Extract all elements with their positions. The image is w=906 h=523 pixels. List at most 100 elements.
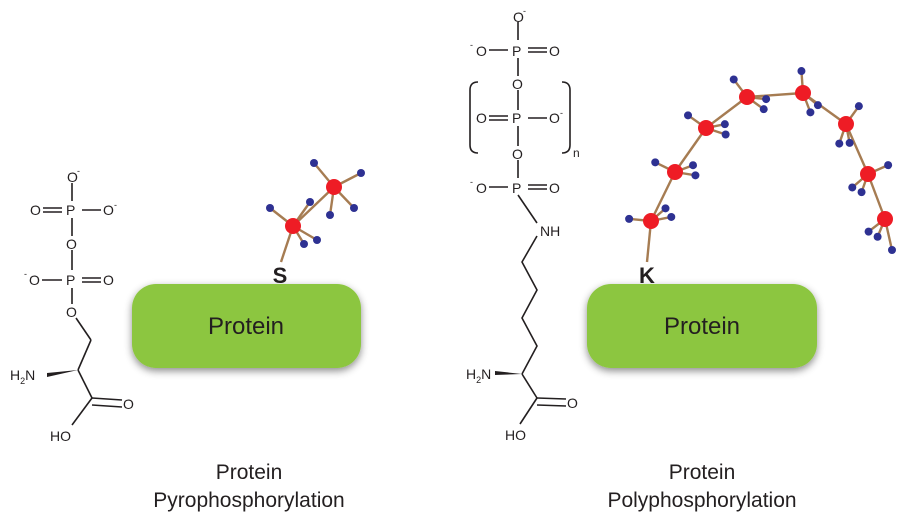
chem-amine: H2N bbox=[10, 367, 35, 386]
chem-o: O bbox=[549, 43, 560, 59]
chem-charge: - bbox=[77, 166, 80, 176]
oxygen-atom bbox=[691, 171, 700, 180]
protein-blob bbox=[132, 284, 361, 368]
oxygen-atom bbox=[762, 95, 771, 104]
chem-o: O bbox=[103, 202, 114, 218]
chem-o-carbonyl: O bbox=[123, 396, 134, 412]
phosphorus-atom bbox=[838, 116, 854, 132]
oxygen-atom bbox=[813, 101, 822, 110]
phosphorus-atom bbox=[643, 213, 659, 229]
chem-o: O bbox=[549, 180, 560, 196]
oxygen-atom bbox=[684, 111, 693, 120]
oxygen-atom bbox=[326, 211, 334, 219]
oxygen-atom bbox=[759, 105, 768, 114]
pyrophosphate-3d-model bbox=[266, 159, 365, 263]
oxygen-atom bbox=[729, 75, 738, 84]
oxygen-atom bbox=[306, 198, 314, 206]
caption-line-1: Protein bbox=[216, 461, 283, 484]
oxygen-atom bbox=[721, 130, 730, 139]
phosphoanhydride-bond bbox=[292, 186, 335, 227]
oxygen-atom bbox=[884, 161, 893, 170]
chem-p: P bbox=[512, 110, 521, 126]
phosphorus-atom bbox=[698, 120, 714, 136]
chem-o-link: O bbox=[512, 146, 523, 162]
chem-o-top: O bbox=[67, 169, 78, 185]
chem-amine: H2N bbox=[466, 366, 491, 385]
oxygen-atom bbox=[689, 161, 698, 170]
oxygen-atom bbox=[835, 139, 844, 148]
oxygen-atom bbox=[857, 188, 866, 197]
oxygen-atom bbox=[350, 204, 358, 212]
oxygen-atom bbox=[797, 67, 806, 76]
chem-o: O bbox=[549, 110, 560, 126]
phosphoanhydride-bond bbox=[746, 91, 804, 99]
phosphorus-atom bbox=[285, 218, 301, 234]
chem-charge: - bbox=[470, 177, 473, 187]
chem-charge: - bbox=[470, 40, 473, 50]
oxygen-atom bbox=[888, 246, 896, 254]
chem-o-link: O bbox=[512, 76, 523, 92]
polyphospholysine-structure: O - - O P O O O P O - n O - O P O NH H2N… bbox=[466, 6, 580, 443]
chem-charge: - bbox=[560, 108, 563, 118]
protein-blob bbox=[587, 284, 817, 368]
phosphorus-atom bbox=[667, 164, 683, 180]
phosphorus-atom bbox=[795, 85, 811, 101]
oxygen-atom bbox=[651, 158, 660, 167]
chem-charge: - bbox=[523, 6, 526, 16]
pyrophosphoserine-structure: O - O P O - O - O P O O H2N O HO bbox=[10, 166, 134, 444]
caption-line-1: Protein bbox=[669, 461, 736, 484]
chem-o-ester: O bbox=[66, 304, 77, 320]
phosphoanhydride-bond bbox=[866, 173, 887, 220]
oxygen-atom bbox=[864, 227, 873, 236]
oxygen-atom bbox=[661, 204, 670, 213]
oxygen-atom bbox=[313, 236, 321, 244]
chem-o-bridge: O bbox=[66, 236, 77, 252]
serine-residue-label: S bbox=[273, 263, 288, 288]
chem-o: O bbox=[476, 43, 487, 59]
polyphosphate-3d-model bbox=[625, 67, 896, 263]
phosphoanhydride-bond bbox=[649, 171, 677, 222]
phosphorus-atom bbox=[326, 179, 342, 195]
oxygen-atom bbox=[310, 159, 318, 167]
chem-nh: NH bbox=[540, 223, 560, 239]
phosphorus-atom bbox=[860, 166, 876, 182]
chem-o-carbonyl: O bbox=[567, 395, 578, 411]
oxygen-atom bbox=[854, 102, 863, 111]
oxygen-atom bbox=[357, 169, 365, 177]
chem-o-top: O bbox=[513, 9, 524, 25]
chem-p: P bbox=[66, 272, 75, 288]
chem-charge: - bbox=[114, 200, 117, 210]
caption-line-2: Polyphosphorylation bbox=[607, 489, 796, 512]
chem-o: O bbox=[29, 272, 40, 288]
chem-charge: - bbox=[24, 269, 27, 279]
lysine-residue-label: K bbox=[639, 263, 655, 288]
chem-p: P bbox=[512, 180, 521, 196]
oxygen-atom bbox=[845, 138, 854, 147]
oxygen-atom bbox=[720, 120, 729, 129]
phosphorus-atom bbox=[877, 211, 893, 227]
oxygen-atom bbox=[848, 183, 857, 192]
chem-o: O bbox=[476, 110, 487, 126]
phosphoanhydride-bond bbox=[674, 127, 707, 173]
phosphoanhydride-bond bbox=[705, 96, 748, 129]
phosphorus-atom bbox=[739, 89, 755, 105]
oxygen-atom bbox=[266, 204, 274, 212]
caption-line-2: Pyrophosphorylation bbox=[153, 489, 344, 512]
chem-hydroxyl: HO bbox=[50, 428, 71, 444]
oxygen-atom bbox=[300, 240, 308, 248]
phosphoanhydride-bond bbox=[844, 123, 870, 175]
oxygen-atom bbox=[806, 108, 815, 117]
oxygen-atom bbox=[625, 214, 634, 223]
chem-p: P bbox=[512, 43, 521, 59]
chem-o: O bbox=[476, 180, 487, 196]
chem-o: O bbox=[103, 272, 114, 288]
oxygen-atom bbox=[873, 232, 882, 241]
oxygen-atom bbox=[667, 212, 676, 221]
repeat-subscript-n: n bbox=[573, 146, 580, 160]
protein-label: Protein bbox=[664, 313, 740, 340]
protein-label: Protein bbox=[208, 313, 284, 340]
chem-p: P bbox=[66, 202, 75, 218]
chem-hydroxyl: HO bbox=[505, 427, 526, 443]
chem-o: O bbox=[30, 202, 41, 218]
